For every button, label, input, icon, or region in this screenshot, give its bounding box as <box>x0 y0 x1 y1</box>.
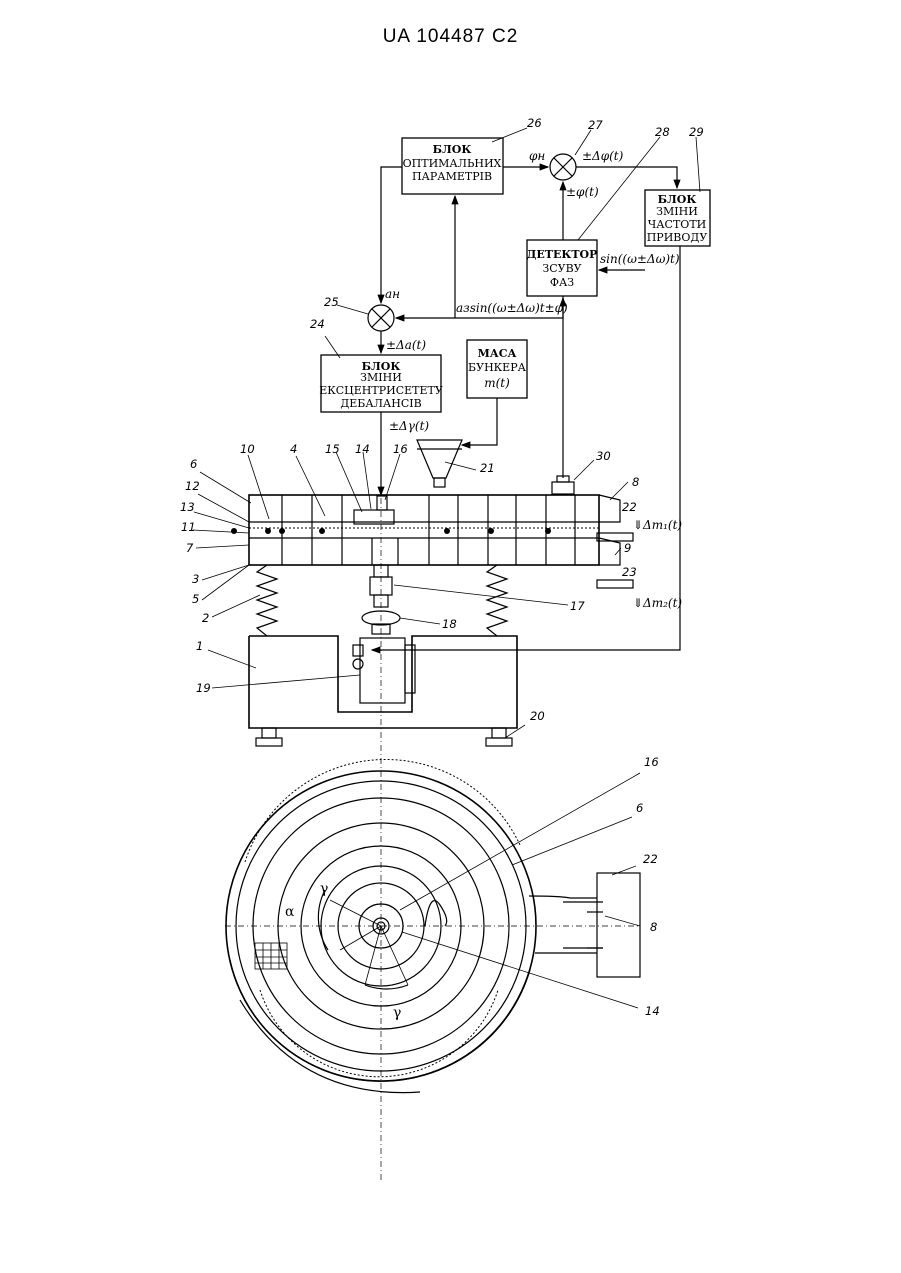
sensor-30 <box>552 476 574 494</box>
b26-line1: БЛОК <box>433 143 472 156</box>
ref-27: 27 <box>588 118 603 132</box>
plan-view <box>225 759 640 1092</box>
drive-shaft <box>362 420 400 1180</box>
ref-11: 11 <box>181 520 196 534</box>
motor <box>353 638 415 703</box>
mass-flow-labels: ⇓Δm₁(t) ⇓Δm₂(t) <box>633 518 682 610</box>
sig-sin-w: sin((ω±Δω)t) <box>600 252 680 266</box>
sig-d-a: ±Δa(t) <box>386 338 426 352</box>
ref-20: 20 <box>530 709 545 723</box>
summing-junction-27 <box>550 154 576 180</box>
plan-ref-8: 8 <box>650 920 657 934</box>
base <box>249 636 517 746</box>
plan-ref-16: 16 <box>644 755 659 769</box>
ref-16: 16 <box>393 442 408 456</box>
sig-a-sin: aзsin((ω±Δω)t±φ) <box>456 301 568 315</box>
ref-9: 9 <box>624 541 631 555</box>
ref-14: 14 <box>355 442 370 456</box>
sig-a-n: aн <box>385 287 400 301</box>
block-hopper-mass: МАСА БУНКЕРА m(t) <box>467 340 527 398</box>
ref-5: 5 <box>192 592 199 606</box>
ref-3: 3 <box>192 572 199 586</box>
b24-line4: ДЕБАЛАНСІВ <box>340 397 421 410</box>
hopper-21 <box>417 440 462 487</box>
ref-10: 10 <box>240 442 255 456</box>
plan-greek-labels: α γ γ <box>285 881 401 1021</box>
ref-8: 8 <box>632 475 639 489</box>
sig-d-gamma: ±Δγ(t) <box>389 419 429 433</box>
b28-line3: ФАЗ <box>550 276 574 289</box>
sig-d-phi: ±Δφ(t) <box>582 149 624 163</box>
mass-line1: МАСА <box>478 347 517 360</box>
ref-1: 1 <box>196 639 203 653</box>
block-29-drive-frequency: БЛОК ЗМІНИ ЧАСТОТИ ПРИВОДУ <box>645 190 710 246</box>
leader-lines <box>193 128 700 738</box>
b29-line2: ЗМІНИ <box>656 205 698 218</box>
ref-18: 18 <box>442 617 457 631</box>
sig-phi-n: φн <box>529 149 545 163</box>
plan-ref-6: 6 <box>636 801 643 815</box>
alpha-label: α <box>285 904 295 920</box>
block-28-phase-detector: ДЕТЕКТОР ЗСУВУ ФАЗ <box>527 240 598 296</box>
ref-30: 30 <box>596 449 611 463</box>
sieve-body <box>231 495 620 565</box>
sig-dm1: ⇓Δm₁(t) <box>633 518 682 532</box>
ref-2: 2 <box>202 611 209 625</box>
ref-21: 21 <box>480 461 495 475</box>
b24-line3: ЕКСЦЕНТРИСЕТЕТУ <box>319 384 443 397</box>
ref-24: 24 <box>310 317 325 331</box>
ref-29: 29 <box>689 125 704 139</box>
ref-19: 19 <box>196 681 211 695</box>
mass-line2: БУНКЕРА <box>468 361 527 374</box>
summing-junction-25 <box>368 305 394 331</box>
block-26-optimal-parameters: БЛОК ОПТИМАЛЬНИХ ПАРАМЕТРІВ <box>402 138 503 194</box>
b26-line2: ОПТИМАЛЬНИХ <box>403 157 502 170</box>
block-24-eccentricity: БЛОК ЗМІНИ ЕКСЦЕНТРИСЕТЕТУ ДЕБАЛАНСІВ <box>319 355 443 412</box>
ref-7: 7 <box>186 541 194 555</box>
b24-line2: ЗМІНИ <box>360 371 402 384</box>
ref-13: 13 <box>180 500 195 514</box>
ref-25: 25 <box>324 295 339 309</box>
ref-22: 22 <box>622 500 637 514</box>
ref-6: 6 <box>190 457 197 471</box>
ref-17: 17 <box>570 599 585 613</box>
ref-28: 28 <box>655 125 670 139</box>
b28-line1: ДЕТЕКТОР <box>527 248 598 261</box>
ref-15: 15 <box>325 442 340 456</box>
plan-ref-22: 22 <box>643 852 658 866</box>
ref-26: 26 <box>527 116 542 130</box>
b29-line4: ПРИВОДУ <box>647 231 708 244</box>
ref-4: 4 <box>290 442 297 456</box>
sig-phi-t: ±φ(t) <box>566 185 599 199</box>
sig-dm2: ⇓Δm₂(t) <box>633 596 682 610</box>
gamma-label-bottom: γ <box>393 1005 401 1021</box>
b28-line2: ЗСУВУ <box>542 262 581 275</box>
gamma-label-top: γ <box>320 881 328 897</box>
b26-line3: ПАРАМЕТРІВ <box>412 170 492 183</box>
plan-ref-14: 14 <box>645 1004 660 1018</box>
b29-line3: ЧАСТОТИ <box>648 218 707 231</box>
ref-12: 12 <box>185 479 200 493</box>
mass-line3: m(t) <box>484 376 510 390</box>
ref-23: 23 <box>622 565 637 579</box>
